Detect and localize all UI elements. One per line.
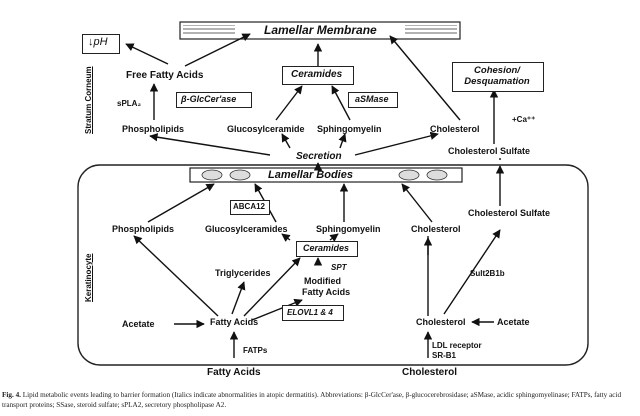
keratinocyte-label: Keratinocyte: [84, 253, 93, 302]
cholesterol-bottom: Cholesterol: [402, 367, 458, 378]
fatps-label: FATPs: [243, 346, 268, 355]
diagram-lines: [77, 21, 589, 366]
lamellar-bodies-bar: [189, 167, 463, 183]
ph-box: [82, 34, 120, 54]
ph-label: ↓pH: [88, 36, 108, 48]
fatty-acids-inner: Fatty Acids: [210, 317, 259, 327]
phospholipids-inner: Phospholipids: [112, 224, 174, 234]
elovl-label: ELOVL1 & 4: [287, 308, 333, 317]
figure-caption: Fig. 4. Lipid metabolic events leading t…: [2, 391, 638, 410]
spt-label: SPT: [331, 263, 347, 272]
glucosylceramide-to-ceramides-arrow: [275, 85, 303, 121]
cholesterol-bottom-inner: Cholesterol: [416, 317, 466, 327]
abca12-label: ABCA12: [233, 202, 266, 211]
ldl-receptor-label: LDL receptor: [432, 341, 482, 350]
ceramides-top: Ceramides: [291, 69, 343, 80]
triglycerides-label: Triglycerides: [215, 268, 271, 278]
ffa-to-membrane-arrow: [184, 33, 251, 67]
fatty-acids-bottom: Fatty Acids: [207, 367, 261, 378]
keratinocyte-cell: [77, 164, 589, 366]
ceramides-inner-box: [296, 241, 358, 257]
asmase-box: [348, 92, 398, 108]
cholesterol-sulfate-top: Cholesterol Sulfate: [448, 146, 531, 156]
elovl-box: [282, 305, 344, 321]
glucosylceramides-inner: Glucosylceramides: [205, 224, 288, 234]
beta-glccerase-box: [176, 92, 252, 108]
sphingomyelin-inner: Sphingomyelin: [316, 224, 381, 234]
cholesterol-to-membrane-arrow: [389, 35, 461, 121]
ca-label: +Ca⁺⁺: [512, 115, 536, 124]
cohesion-box: [452, 62, 544, 92]
srb1-label: SR-B1: [432, 351, 457, 360]
figure-number: Fig. 4.: [2, 391, 21, 399]
modified-label: Modified: [304, 276, 341, 286]
modified-fatty-acids-label: Fatty Acids: [302, 287, 351, 297]
acetate-left: Acetate: [122, 319, 155, 329]
lamellar-body-vesicles: [201, 169, 448, 181]
cholesterol-inner: Cholesterol: [411, 224, 461, 234]
lamellar-bodies-label: Lamellar Bodies: [268, 169, 353, 181]
acetate-right: Acetate: [497, 317, 530, 327]
ceramides-top-box: [282, 66, 354, 85]
ceramides-inner: Ceramides: [303, 243, 350, 253]
cohesion-label: Cohesion/ Desquamation: [464, 65, 530, 87]
sphingomyelin-top: Sphingomyelin: [317, 124, 382, 134]
abca12-box: [230, 200, 270, 215]
sphingomyelin-to-ceramides-arrow: [331, 85, 351, 121]
secretion-label: Secretion: [296, 151, 342, 162]
ffa-to-ph-arrow: [125, 43, 169, 65]
asmase-label: aSMase: [355, 94, 389, 104]
glucosylceramide-top: Glucosylceramide: [227, 124, 305, 134]
phospholipids-top: Phospholipids: [122, 124, 184, 134]
stratum-corneum-label: Stratum Corneum: [84, 66, 93, 134]
lamellar-membrane-label: Lamellar Membrane: [264, 23, 377, 37]
caption-text: Lipid metabolic events leading to barrie…: [2, 391, 622, 409]
spla2-label: sPLA₂: [117, 99, 142, 108]
sult2b1b-label: Sult2B1b: [470, 269, 505, 278]
beta-glccerase-label: β-GlcCer'ase: [181, 94, 237, 104]
cholesterol-top: Cholesterol: [430, 124, 480, 134]
cholesterol-sulfate-inner: Cholesterol Sulfate: [468, 208, 551, 218]
free-fatty-acids-top: Free Fatty Acids: [126, 70, 204, 81]
